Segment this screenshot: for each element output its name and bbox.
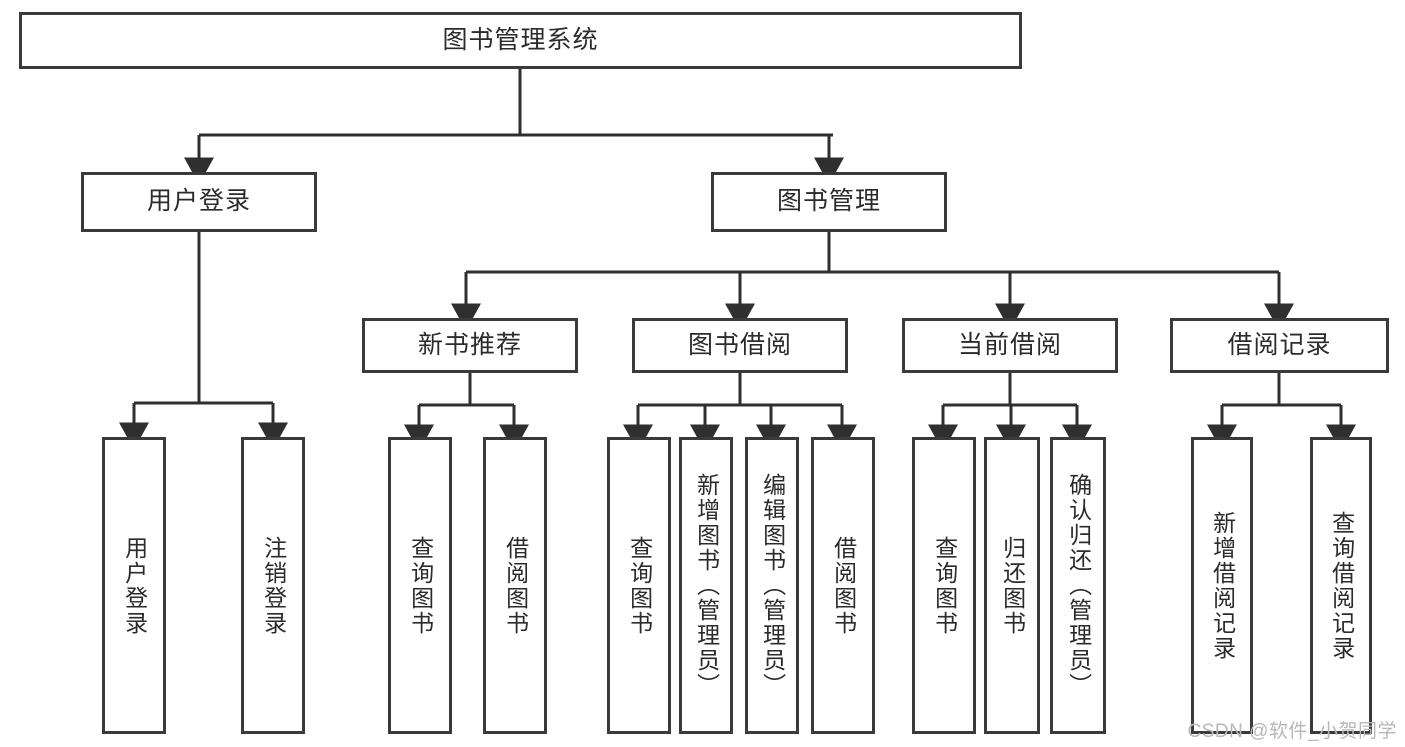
node-user-login[interactable]: 用户登录 [81, 172, 317, 232]
node-new-book-recommend[interactable]: 新书推荐 [362, 318, 578, 373]
node-leaf-borrow-book[interactable]: 借阅图书 [811, 437, 875, 734]
node-leaf-user-logout[interactable]: 注销登录 [241, 437, 305, 734]
node-leaf-confirm-return-admin[interactable]: 确认归还（管理员） [1050, 437, 1106, 734]
node-current-borrow[interactable]: 当前借阅 [902, 318, 1118, 373]
node-leaf-query-book-borrow-label: 查询图书 [626, 535, 653, 636]
node-leaf-user-login[interactable]: 用户登录 [102, 437, 166, 734]
node-leaf-query-book-recommend-label: 查询图书 [407, 535, 434, 636]
node-borrow-record-label: 借阅记录 [1227, 330, 1332, 359]
node-root-label: 图书管理系统 [442, 25, 599, 54]
node-leaf-query-borrow-record[interactable]: 查询借阅记录 [1310, 437, 1372, 734]
node-leaf-return-book-label: 归还图书 [999, 535, 1026, 636]
node-leaf-add-book-admin[interactable]: 新增图书（管理员） [679, 437, 733, 734]
node-book-borrow-label: 图书借阅 [687, 330, 792, 359]
node-user-login-label: 用户登录 [146, 187, 251, 216]
node-root-system[interactable]: 图书管理系统 [19, 12, 1022, 69]
node-leaf-borrow-book-recommend[interactable]: 借阅图书 [483, 437, 547, 734]
node-leaf-query-book-borrow[interactable]: 查询图书 [607, 437, 671, 734]
node-leaf-add-borrow-record[interactable]: 新增借阅记录 [1191, 437, 1253, 734]
node-book-manage[interactable]: 图书管理 [711, 172, 947, 232]
node-borrow-record[interactable]: 借阅记录 [1170, 318, 1389, 373]
node-leaf-add-book-admin-label: 新增图书（管理员） [693, 473, 720, 698]
node-leaf-return-book[interactable]: 归还图书 [984, 437, 1040, 734]
node-book-borrow[interactable]: 图书借阅 [632, 318, 848, 373]
node-leaf-confirm-return-admin-label: 确认归还（管理员） [1065, 473, 1092, 698]
csdn-watermark: CSDN @软件_小贺同学 [1187, 721, 1397, 742]
node-leaf-query-borrow-record-label: 查询借阅记录 [1328, 510, 1355, 661]
node-leaf-edit-book-admin-label: 编辑图书（管理员） [759, 473, 786, 698]
node-leaf-edit-book-admin[interactable]: 编辑图书（管理员） [745, 437, 799, 734]
node-leaf-add-borrow-record-label: 新增借阅记录 [1209, 510, 1236, 661]
node-leaf-borrow-book-label: 借阅图书 [830, 535, 857, 636]
node-leaf-query-book-current[interactable]: 查询图书 [912, 437, 976, 734]
node-leaf-user-logout-label: 注销登录 [260, 535, 287, 636]
node-current-borrow-label: 当前借阅 [957, 330, 1062, 359]
node-leaf-user-login-label: 用户登录 [121, 535, 148, 636]
node-leaf-query-book-recommend[interactable]: 查询图书 [388, 437, 452, 734]
node-leaf-borrow-book-recommend-label: 借阅图书 [502, 535, 529, 636]
node-book-manage-label: 图书管理 [776, 187, 881, 216]
node-new-book-recommend-label: 新书推荐 [417, 330, 522, 359]
node-leaf-query-book-current-label: 查询图书 [931, 535, 958, 636]
